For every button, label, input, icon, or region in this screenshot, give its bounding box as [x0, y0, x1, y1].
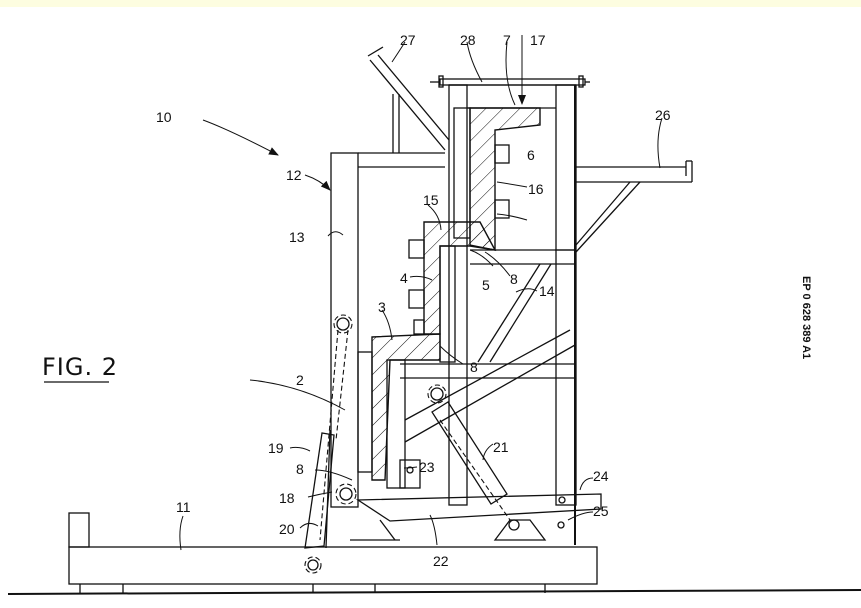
label-4: 4: [400, 270, 408, 286]
label-8-upper: 8: [510, 271, 518, 287]
label-6: 6: [527, 147, 535, 163]
label-3: 3: [378, 299, 386, 315]
arm-26: [575, 160, 693, 253]
label-12: 12: [286, 167, 302, 183]
base-frame-11: [68, 512, 598, 593]
label-28: 28: [460, 32, 476, 48]
label-5: 5: [482, 277, 490, 293]
label-8-middle: 8: [470, 359, 478, 375]
label-20: 20: [279, 521, 295, 537]
label-2: 2: [296, 372, 304, 388]
label-7: 7: [503, 32, 511, 48]
label-22: 22: [433, 553, 449, 569]
top-bar-28: [430, 75, 590, 88]
label-10: 10: [156, 109, 172, 125]
label-8-lower: 8: [296, 461, 304, 477]
label-14: 14: [539, 283, 555, 299]
top-strip: [0, 0, 861, 7]
label-16: 16: [528, 181, 544, 197]
label-19: 19: [268, 440, 284, 456]
refractory-lining: [357, 107, 541, 489]
label-15: 15: [423, 192, 439, 208]
label-13: 13: [289, 229, 305, 245]
lower-support: [350, 329, 602, 541]
right-column-14: [400, 85, 576, 545]
label-24: 24: [593, 468, 609, 484]
upper-frame: [448, 84, 577, 506]
label-23: 23: [419, 459, 435, 475]
figure-title: FIG. 2: [42, 353, 118, 381]
ground-line: [7, 589, 861, 595]
label-18: 18: [279, 490, 295, 506]
jack-19: [304, 314, 357, 574]
arm-27: [367, 46, 450, 153]
reference-numerals: 10 12 13 27 28 7 17 26 6 16 15 4 5 8 14 …: [156, 32, 671, 569]
leader-lines: [179, 35, 663, 551]
left-column-13: [330, 152, 445, 508]
label-11: 11: [176, 499, 191, 515]
label-27: 27: [400, 32, 416, 48]
label-21: 21: [493, 439, 509, 455]
label-17: 17: [530, 32, 546, 48]
label-25: 25: [593, 503, 609, 519]
label-26: 26: [655, 107, 671, 123]
